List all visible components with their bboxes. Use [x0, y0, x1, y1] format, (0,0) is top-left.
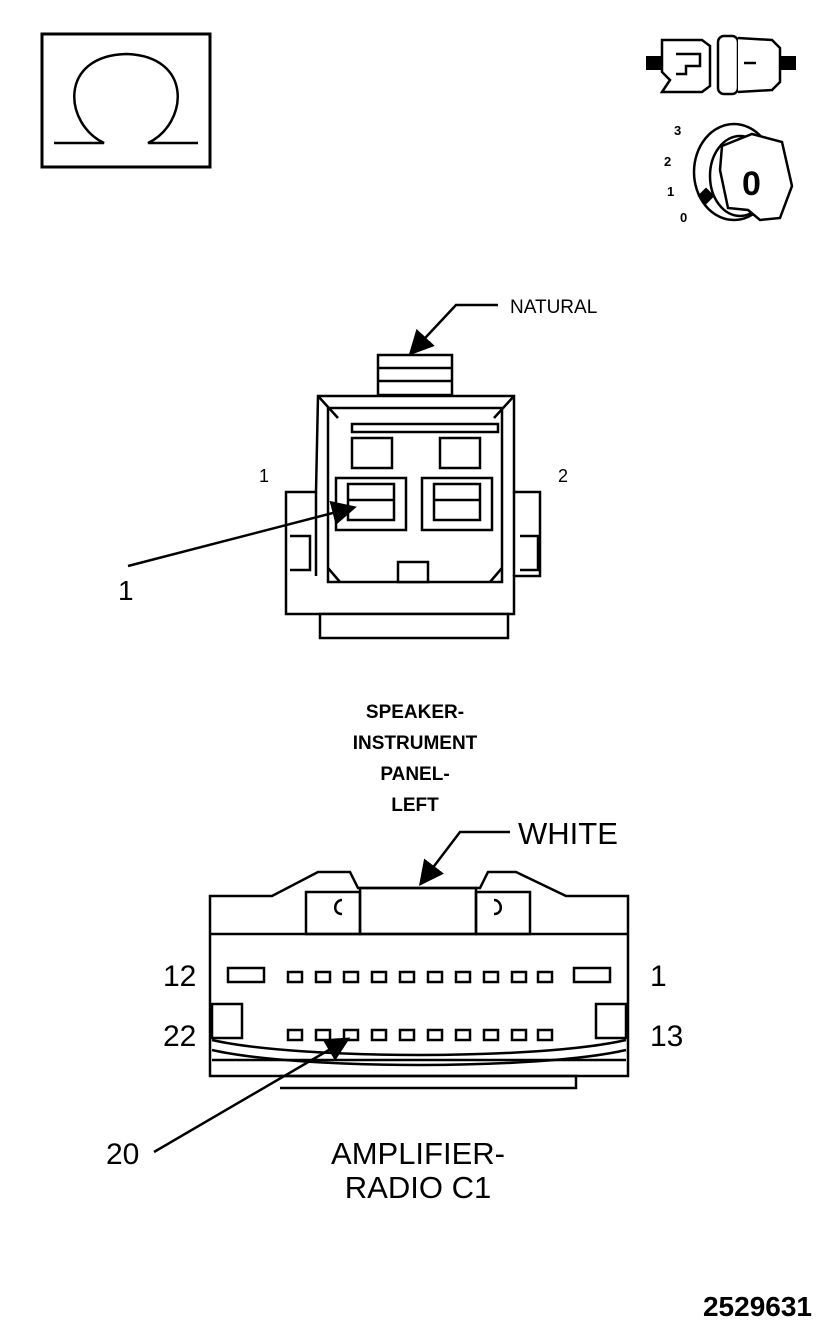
speaker-connector-color-label: NATURAL: [510, 297, 597, 318]
speaker-connector: NATURAL 1 2 1 SPE: [118, 297, 597, 816]
amplifier-callout-label: 20: [106, 1138, 139, 1171]
amplifier-pin-22-label: 22: [163, 1020, 196, 1053]
ignition-position-3: 3: [674, 123, 681, 138]
ohm-meter-icon: [40, 32, 212, 169]
disconnected-connector-icon: [646, 34, 796, 96]
amplifier-pin-13-label: 13: [650, 1020, 683, 1053]
amplifier-connector-name-line-1: AMPLIFIER-: [331, 1136, 505, 1171]
speaker-pin-1-label: 1: [259, 466, 269, 486]
amplifier-connector-color-label: WHITE: [518, 816, 618, 851]
ignition-key-label: 0: [742, 165, 761, 203]
amplifier-pin-12-label: 12: [163, 960, 196, 993]
figure-id: 2529631: [703, 1291, 812, 1322]
ignition-off-key-icon: 3 2 1 0 0: [664, 122, 794, 225]
amplifier-pin-1-label: 1: [650, 960, 667, 993]
speaker-connector-name-line-4: LEFT: [391, 795, 439, 816]
ignition-position-0: 0: [680, 210, 687, 225]
amplifier-connector: WHITE: [106, 816, 683, 1205]
speaker-connector-name-line-2: INSTRUMENT: [353, 733, 478, 754]
speaker-callout-label: 1: [118, 575, 134, 606]
ignition-position-2: 2: [664, 154, 671, 169]
ignition-position-1: 1: [667, 184, 674, 199]
speaker-connector-name-line-3: PANEL-: [380, 764, 449, 785]
speaker-pin-2-label: 2: [558, 466, 568, 486]
speaker-connector-name-line-1: SPEAKER-: [366, 702, 464, 723]
amplifier-connector-name-line-2: RADIO C1: [345, 1170, 491, 1205]
